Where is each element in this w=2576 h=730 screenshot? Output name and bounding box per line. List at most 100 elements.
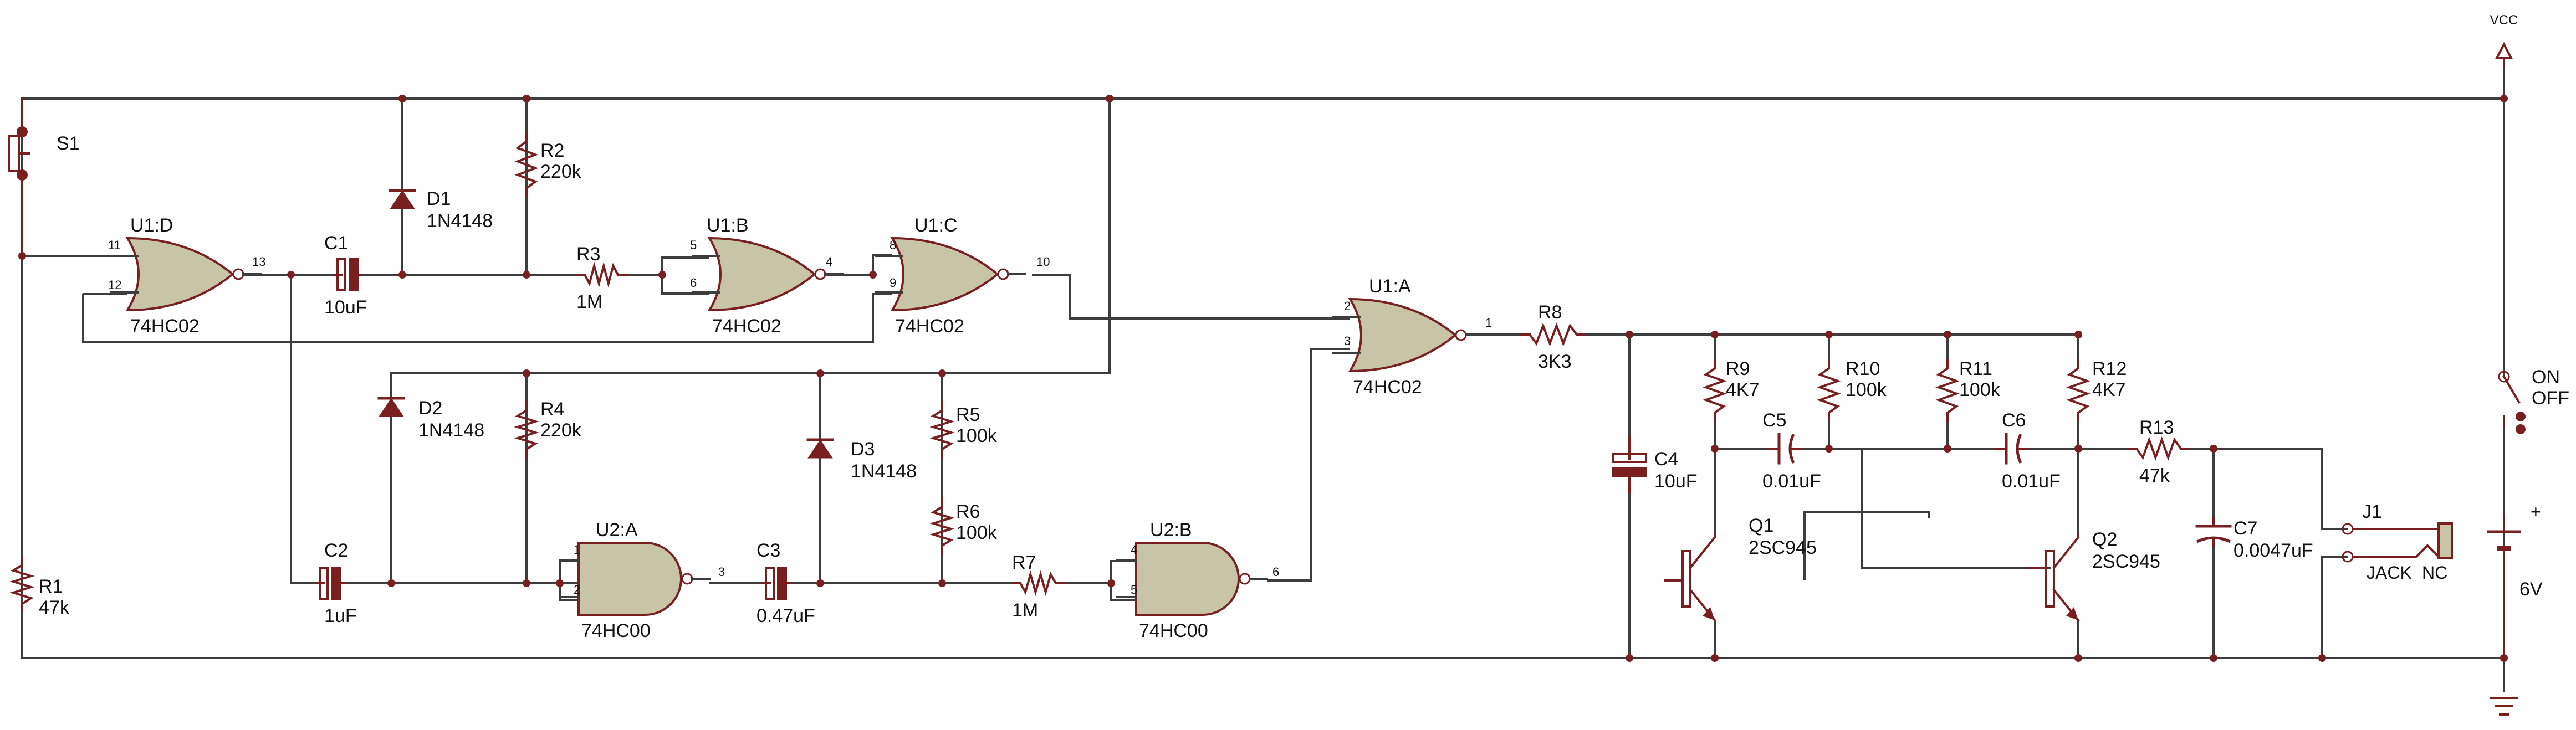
gate-body (1135, 542, 1240, 616)
capacitor-plate (765, 567, 775, 600)
resistor-body (1817, 367, 1841, 414)
gate-part: 74HC02 (712, 316, 781, 337)
junction-dot (387, 579, 395, 587)
gate-body (707, 237, 817, 312)
gate-pin-number: 4 (826, 255, 832, 269)
switch-label-on: ON (2532, 367, 2560, 388)
transistor-value: 2SC945 (1749, 537, 1817, 558)
vcc-label: VCC (2490, 13, 2518, 28)
gate-ref: U1:D (130, 215, 173, 236)
wire (1110, 560, 1136, 583)
gate-pin-number: 8 (890, 238, 896, 252)
resistor-value: 4K7 (2092, 379, 2126, 400)
wire (82, 293, 892, 343)
resistor-ref: R12 (2092, 358, 2127, 379)
battery-value: 6V (2519, 579, 2543, 600)
ground (2490, 697, 2518, 716)
gate-pin-number: 3 (1344, 334, 1351, 348)
gate-body (1348, 297, 1458, 373)
resistor-ref: R10 (1846, 358, 1880, 379)
capacitor-value: 0.47uF (757, 605, 815, 626)
junction-dot (816, 579, 824, 587)
wire (2028, 448, 2079, 537)
gate-pin-number: 6 (690, 276, 697, 290)
gate-pin-number: 5 (690, 238, 697, 252)
resistor-body (2066, 367, 2091, 414)
gate-pin-number: 10 (1036, 255, 1050, 269)
switch-terminal (2516, 412, 2526, 421)
resistor-ref: R5 (956, 404, 980, 425)
capacitor-c5: C50.01uF (1762, 410, 1821, 492)
junction-dot (398, 95, 406, 102)
gates: U1:D74HC02111213U1:B74HC02564U1:C74HC028… (108, 215, 1492, 641)
junction-dot (1825, 331, 1833, 338)
junction-dot (2074, 654, 2082, 662)
capacitor-plate (1612, 467, 1647, 477)
vcc-arrow (2495, 42, 2513, 59)
switch-terminal (17, 169, 28, 181)
capacitor-plate (1612, 453, 1647, 463)
capacitor-plate (336, 258, 346, 291)
transistor-ref: Q2 (2092, 529, 2117, 550)
gate-pin-number: 12 (108, 278, 121, 292)
jack-value: JACK (2367, 563, 2412, 583)
capacitor-c6: C60.01uF (1994, 410, 2061, 492)
gate-bubble (997, 268, 1009, 280)
resistor-body (929, 409, 955, 450)
resistor-ref: R9 (1726, 358, 1750, 379)
transistor-base (2045, 550, 2055, 608)
vcc-terminal: VCC (2490, 13, 2518, 68)
switch-actuator (8, 135, 20, 172)
resistor-body (2135, 436, 2182, 461)
diode-body (807, 439, 833, 459)
wire (2321, 556, 2348, 658)
resistor-r3: R3 1M (575, 244, 627, 312)
capacitor-value: 10uF (324, 297, 367, 318)
resistor-ref: R3 (576, 244, 600, 265)
resistor-ref: R4 (540, 399, 564, 420)
junction-dot (2210, 445, 2217, 453)
switch-terminal (2516, 424, 2526, 434)
wire (1803, 511, 1930, 518)
junction-dot (1107, 579, 1115, 587)
gate-pin-number: 4 (1131, 543, 1137, 557)
capacitor-plate (1788, 433, 1795, 464)
capacitor-ref: C4 (1654, 449, 1678, 470)
capacitor-value: 0.0047uF (2233, 540, 2313, 561)
jack-ref: J1 (2362, 501, 2382, 522)
switch-label-off: OFF (2532, 388, 2569, 409)
gate-bubble (1239, 573, 1251, 585)
wire (1064, 582, 1136, 601)
junction-dot (1711, 331, 1719, 338)
gate-ref: U1:A (1369, 276, 1411, 297)
capacitor-plate (349, 258, 359, 291)
resistor-ref: R1 (39, 576, 63, 597)
capacitor-ref: C6 (2002, 410, 2026, 431)
transistor-value: 2SC945 (2092, 551, 2160, 572)
diode-ref: D3 (851, 439, 875, 460)
jack-tag: NC (2422, 563, 2447, 583)
wire (1801, 448, 2051, 569)
resistor-value: 100k (956, 425, 998, 446)
capacitors: C110uFC21uFC30.47uFC410uFC50.01uFC60.01u… (315, 233, 2313, 626)
capacitor-value: 0.01uF (1762, 471, 1821, 492)
gate-part: 74HC00 (1139, 620, 1208, 641)
junction-dot (1944, 331, 1951, 338)
gate-bubble (681, 573, 693, 585)
resistor-value: 1M (576, 291, 602, 312)
resistor-value: 100k (956, 522, 998, 543)
jack-contact (2415, 544, 2429, 558)
junction-dot (1626, 654, 1633, 662)
transistor-arrow (2066, 607, 2078, 620)
resistor-value: 47k (39, 597, 70, 618)
switch-blade (2502, 375, 2521, 404)
